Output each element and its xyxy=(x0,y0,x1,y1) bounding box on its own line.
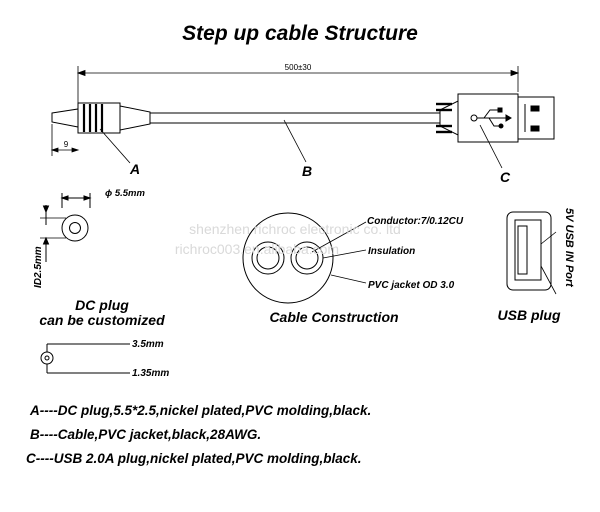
note-a: A----DC plug,5.5*2.5,nickel plated,PVC m… xyxy=(30,403,372,418)
jacket-label: PVC jacket OD 3.0 xyxy=(368,280,455,291)
dc-diameter-label: ϕ 5.5mm xyxy=(105,188,145,199)
usb-plug-drawing xyxy=(436,93,555,143)
pin-length-label: 9 xyxy=(64,140,69,149)
watermark-line-2: richroc003.en.alibaba.com xyxy=(175,241,339,257)
dc-plug-drawing xyxy=(51,102,151,134)
conductor-label: Conductor:7/0.12CU xyxy=(367,216,464,227)
callout-a: A xyxy=(129,161,140,177)
watermark-line-1: shenzhen richroc electronic co. ltd xyxy=(189,221,401,237)
insulation-label: Insulation xyxy=(368,246,415,257)
length-label: 500±30 xyxy=(285,63,312,72)
callout-c: C xyxy=(500,169,511,185)
dc-inner-diameter-label: ID2.5mm xyxy=(33,246,44,288)
callout-lines xyxy=(99,119,503,169)
cable-cross-section xyxy=(242,212,367,304)
dc-plug-subtitle: can be customized xyxy=(39,312,165,328)
dc-plug-front-view xyxy=(40,193,92,262)
callout-b: B xyxy=(302,163,312,179)
pin-detail xyxy=(40,343,130,374)
dc-plug-title: DC plug xyxy=(75,297,129,313)
pin-inner-label: 1.35mm xyxy=(132,368,169,379)
usb-plug-front-view xyxy=(506,211,557,295)
note-c: C----USB 2.0A plug,nickel plated,PVC mol… xyxy=(26,451,362,466)
cable-drawing xyxy=(150,112,440,124)
usb-plug-title: USB plug xyxy=(498,307,561,323)
cable-construction-title: Cable Construction xyxy=(269,309,398,325)
diagram-title: Step up cable Structure xyxy=(182,22,418,45)
note-b: B----Cable,PVC jacket,black,28AWG. xyxy=(30,427,262,442)
pin-dimension xyxy=(50,124,80,156)
usb-port-label: 5V USB IN Port xyxy=(563,208,575,288)
pin-outer-label: 3.5mm xyxy=(132,339,164,350)
